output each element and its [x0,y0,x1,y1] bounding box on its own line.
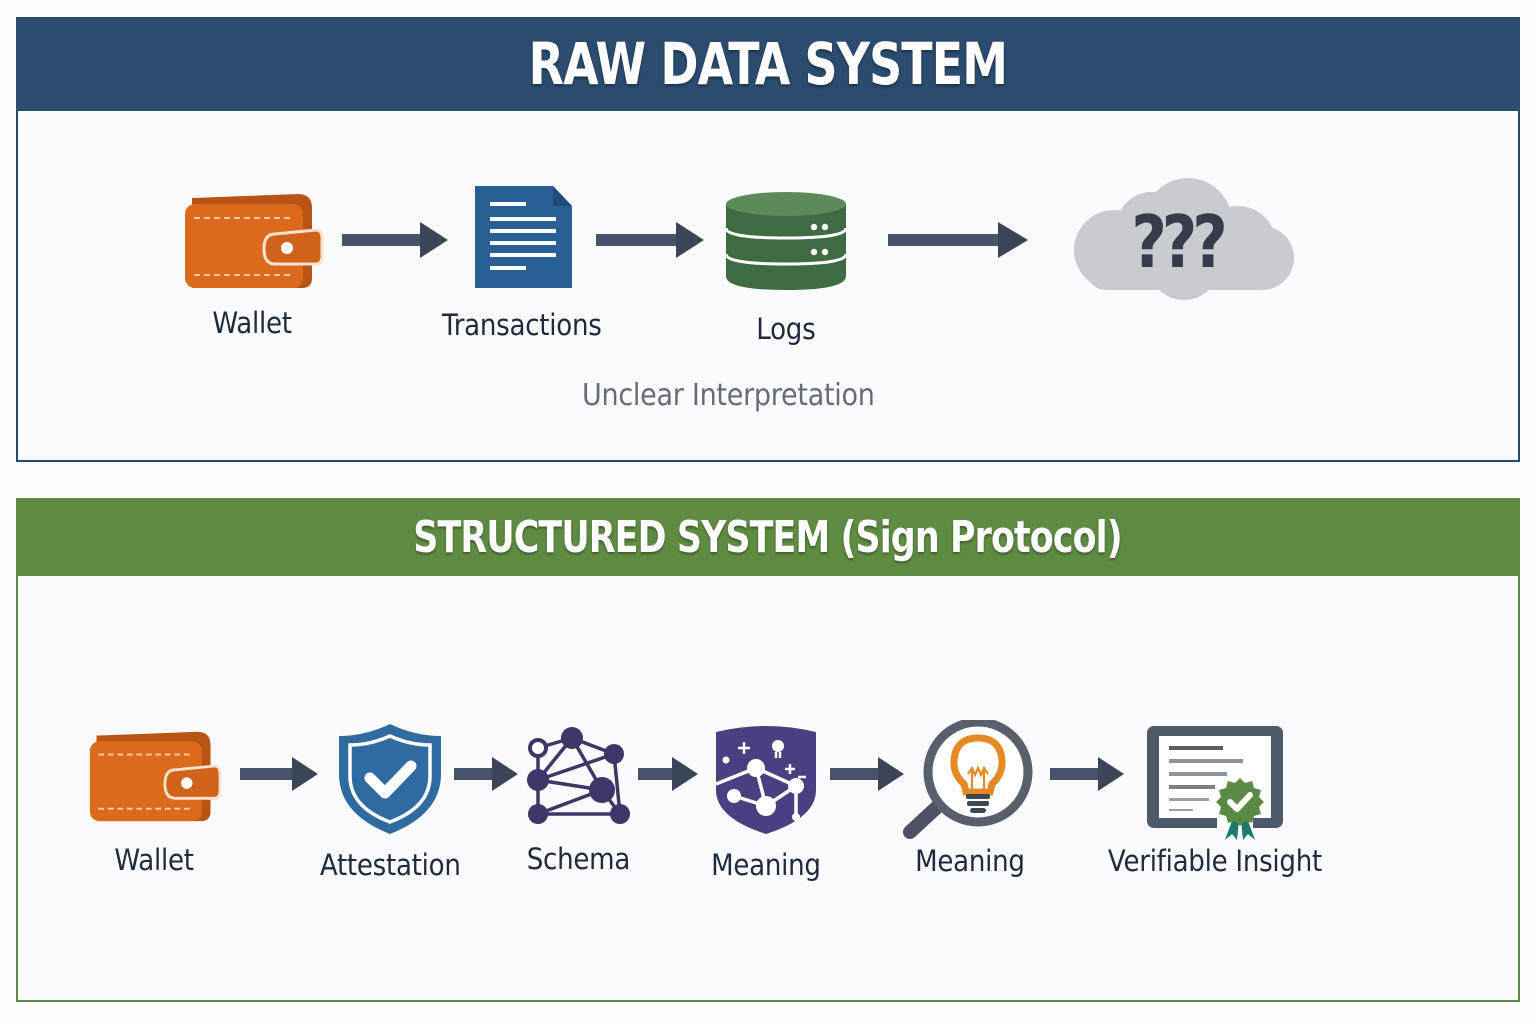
structured-node-attestation-label: Attestation [319,848,461,882]
structured-node-meaning-1-label: Meaning [711,848,821,882]
raw-node-logs: Logs [724,190,848,346]
cloud-icon [1074,178,1294,300]
raw-node-transactions-label: Transactions [441,308,602,342]
unknown-question-marks: ??? [1131,200,1227,284]
arrow-right-icon [638,757,698,791]
shield-check-icon [339,724,441,834]
structured-node-wallet-label: Wallet [114,843,194,877]
certificate-icon [1146,726,1283,840]
arrow-right-icon [1050,757,1124,791]
raw-data-system-title: RAW DATA SYSTEM [528,30,1008,98]
magnifier-lightbulb-icon [903,720,1033,839]
database-icon [724,192,848,290]
arrow-right-icon [888,222,1028,258]
structured-node-wallet: Wallet [84,728,224,877]
structured-system-title-suffix: (Sign Protocol) [840,511,1123,563]
raw-node-unknown: ??? [1056,178,1298,304]
arrow-right-icon [830,757,904,791]
structured-node-schema: Schema [516,726,640,876]
arrow-right-icon [596,222,704,258]
constellation-shield-icon [715,726,816,834]
structured-node-verifiable-insight-label: Verifiable Insight [1107,844,1322,878]
wallet-icon [185,194,324,288]
network-graph-icon [527,727,630,824]
structured-node-schema-label: Schema [526,842,630,876]
structured-node-verifiable-insight: Verifiable Insight [1096,722,1334,878]
structured-node-meaning-2: Meaning [900,720,1040,878]
raw-node-logs-label: Logs [756,312,816,346]
arrow-right-icon [454,757,518,791]
wallet-icon [89,731,222,822]
document-icon [474,186,572,288]
structured-node-meaning-1: Meaning [704,724,828,882]
raw-caption: Unclear Interpretation [582,378,875,413]
structured-system-title: STRUCTURED SYSTEM (Sign Protocol) [413,511,1123,563]
raw-node-wallet-label: Wallet [212,306,293,340]
raw-data-system-header: RAW DATA SYSTEM [16,17,1520,111]
structured-system-title-main: STRUCTURED SYSTEM [413,511,831,563]
raw-node-wallet: Wallet [180,190,325,340]
arrow-right-icon [240,757,318,791]
arrow-right-icon [342,222,448,258]
structured-node-meaning-2-label: Meaning [915,844,1025,878]
raw-node-transactions: Transactions [433,186,610,342]
structured-system-header: STRUCTURED SYSTEM (Sign Protocol) [16,498,1520,576]
structured-node-attestation: Attestation [300,722,480,882]
